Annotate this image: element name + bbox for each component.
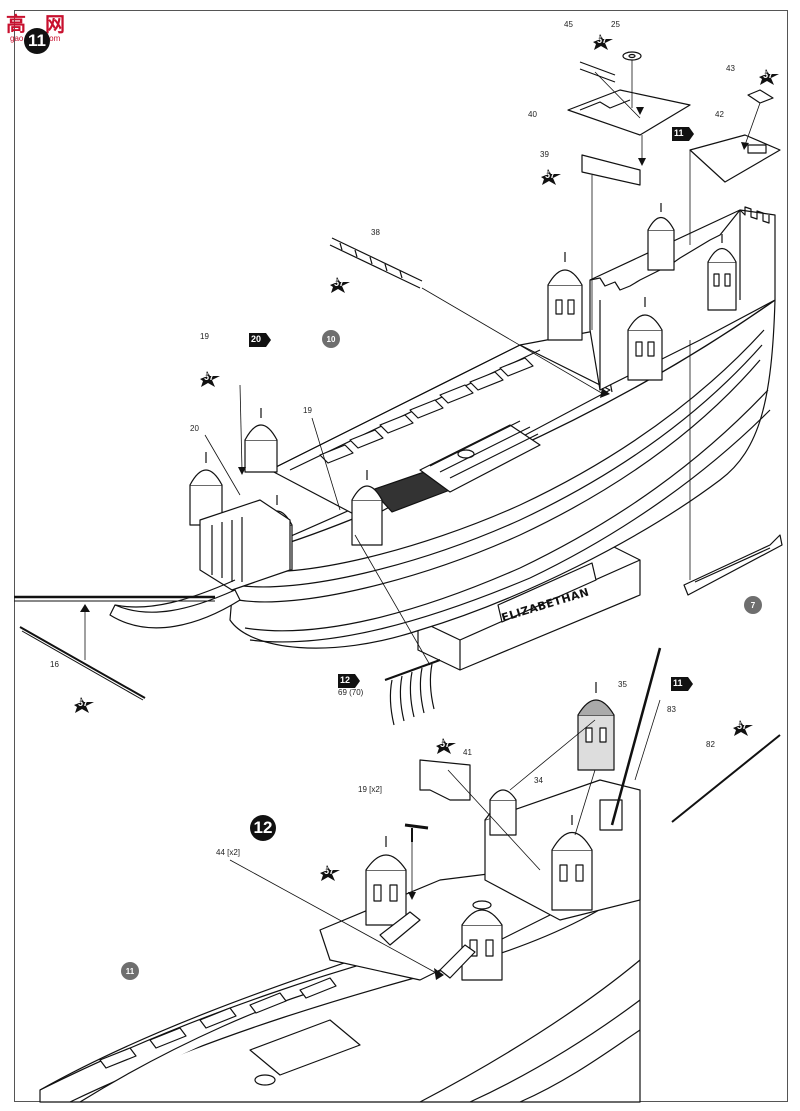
guide-lines-top bbox=[84, 60, 761, 666]
panel-41 bbox=[419, 759, 471, 801]
part-label: 82 bbox=[706, 740, 715, 749]
paint-code-star: 57 bbox=[589, 33, 615, 51]
paint-code-star: 57 bbox=[316, 864, 342, 882]
part-label: 35 bbox=[618, 680, 627, 689]
guide-lines-bottom bbox=[229, 699, 661, 976]
part-label: 41 bbox=[463, 748, 472, 757]
part-label: 25 bbox=[611, 20, 620, 29]
step-number-badge: 12 bbox=[250, 815, 276, 841]
part-label: 38 bbox=[371, 228, 380, 237]
part-label: 69 (70) bbox=[338, 688, 364, 697]
part-label: 16 bbox=[50, 660, 59, 669]
paint-code-star: 57 bbox=[755, 68, 781, 86]
step-number-badge: 11 bbox=[24, 28, 50, 54]
part-label: 43 bbox=[726, 64, 735, 73]
step-reference-circle: 7 bbox=[744, 596, 762, 614]
part-label: 20 bbox=[190, 424, 199, 433]
part-label: 83 bbox=[667, 705, 676, 714]
stairs-44 bbox=[379, 911, 476, 979]
part-label: 45 bbox=[564, 20, 573, 29]
part-label: 19 bbox=[200, 332, 209, 341]
forecastle bbox=[109, 499, 291, 629]
rail-7 bbox=[683, 534, 783, 596]
exploded-parts-top bbox=[567, 51, 781, 186]
part-label: 19 [x2] bbox=[358, 785, 383, 794]
paint-code-star: 57 bbox=[537, 168, 563, 186]
step-reference-circle: 11 bbox=[121, 962, 139, 980]
arrowheads bbox=[80, 107, 749, 980]
spar-16 bbox=[19, 626, 146, 699]
paint-code-star: 57 bbox=[326, 276, 352, 294]
part-label: 42 bbox=[715, 110, 724, 119]
paint-code-star: 57 bbox=[729, 719, 755, 737]
part-label: 39 bbox=[540, 150, 549, 159]
paint-code-star: 57 bbox=[432, 737, 458, 755]
spar-82 bbox=[671, 734, 781, 823]
cannon-pair bbox=[404, 823, 429, 842]
mast-83 bbox=[610, 647, 662, 826]
rope-coils bbox=[384, 659, 441, 726]
deck-bottom bbox=[79, 869, 561, 1103]
paint-code-star: 57 bbox=[196, 370, 222, 388]
part-label: 44 [x2] bbox=[216, 848, 241, 857]
part-label: 34 bbox=[534, 776, 543, 785]
step-reference-circle: 10 bbox=[322, 330, 340, 348]
part-label: 19 bbox=[303, 406, 312, 415]
part-label: 40 bbox=[528, 110, 537, 119]
paint-code-star: 57 bbox=[70, 696, 96, 714]
ladder-38 bbox=[329, 237, 423, 289]
